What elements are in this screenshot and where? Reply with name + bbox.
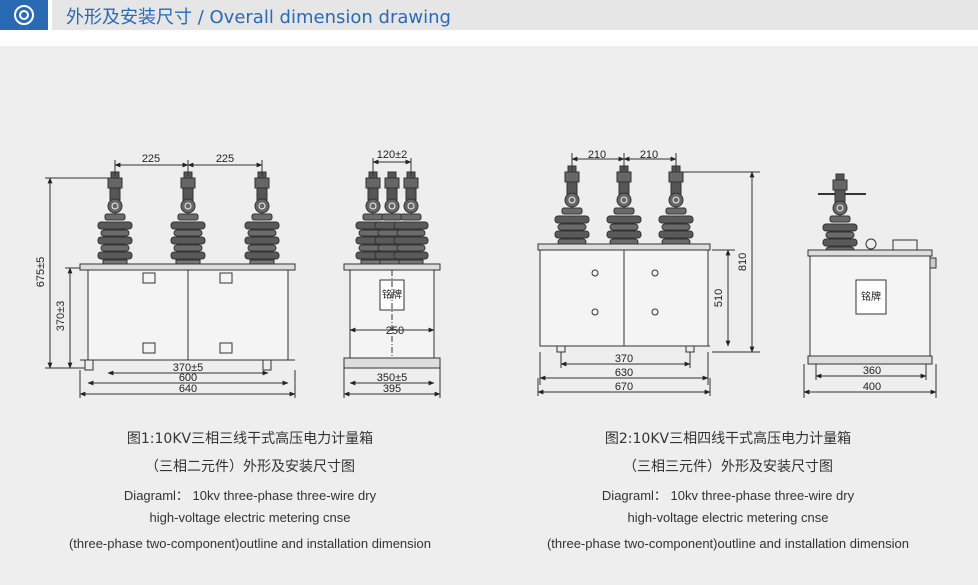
fig1-dim-675: 675±5	[35, 257, 47, 288]
fig1-dim-250: 250	[386, 325, 404, 337]
fig2-dim-360: 360	[863, 365, 881, 377]
fig2-dim-370: 370	[615, 353, 633, 365]
fig1-dim-370: 370±5	[173, 362, 204, 374]
fig2-nameplate: 铭牌	[861, 290, 881, 303]
fig1-caption-en-1: Diagraml： 10kv three-phase three-wire dr…	[123, 488, 377, 503]
fig2-dim-510: 510	[713, 289, 725, 307]
section-title: 外形及安装尺寸 / Overall dimension drawing	[66, 7, 451, 28]
fig2-dim-400: 400	[863, 381, 881, 393]
header-icon-box	[0, 0, 48, 30]
fig1-dim-640: 640	[179, 383, 197, 395]
header-bar	[52, 0, 978, 30]
fig1-dim-600: 600	[179, 372, 197, 384]
figure1-side-view	[343, 158, 441, 398]
fig1-caption-en-3: (three-phase two-component)outline and i…	[68, 536, 432, 551]
figure1-front-view	[45, 160, 296, 398]
fig1-dim-225-left: 225	[142, 153, 160, 165]
fig2-dim-630: 630	[615, 367, 633, 379]
fig2-caption-cn-2: （三相三元件）外形及安装尺寸图	[623, 459, 833, 475]
figure2-front-view	[537, 153, 760, 396]
fig2-dim-210-left: 210	[588, 149, 606, 161]
figure2-side-view	[803, 173, 937, 398]
fig2-dim-670: 670	[615, 381, 633, 393]
fig2-caption-en-2: high-voltage electric metering cnse	[627, 510, 829, 525]
fig2-caption-en-1: Diagraml： 10kv three-phase three-wire dr…	[601, 488, 855, 503]
fig1-dim-225-right: 225	[216, 153, 234, 165]
fig1-dim-370-height: 370±3	[55, 301, 67, 332]
fig1-dim-120: 120±2	[377, 149, 408, 161]
fig2-caption-cn-1: 图2:10KV三相四线干式高压电力计量箱	[604, 431, 852, 447]
fig1-dim-395: 395	[383, 383, 401, 395]
fig2-dim-210-right: 210	[640, 149, 658, 161]
fig1-caption-cn-2: （三相二元件）外形及安装尺寸图	[145, 459, 355, 475]
section-header: 外形及安装尺寸 / Overall dimension drawing	[0, 0, 978, 30]
fig1-nameplate: 铭牌	[382, 288, 402, 301]
fig1-dim-350: 350±5	[377, 372, 408, 384]
fig1-caption-en-2: high-voltage electric metering cnse	[149, 510, 351, 525]
fig2-dim-810: 810	[737, 253, 749, 271]
fig2-caption-en-3: (three-phase two-component)outline and i…	[546, 536, 910, 551]
concentric-circle-icon	[14, 5, 34, 25]
fig1-caption-cn-1: 图1:10KV三相三线干式高压电力计量箱	[126, 431, 374, 447]
